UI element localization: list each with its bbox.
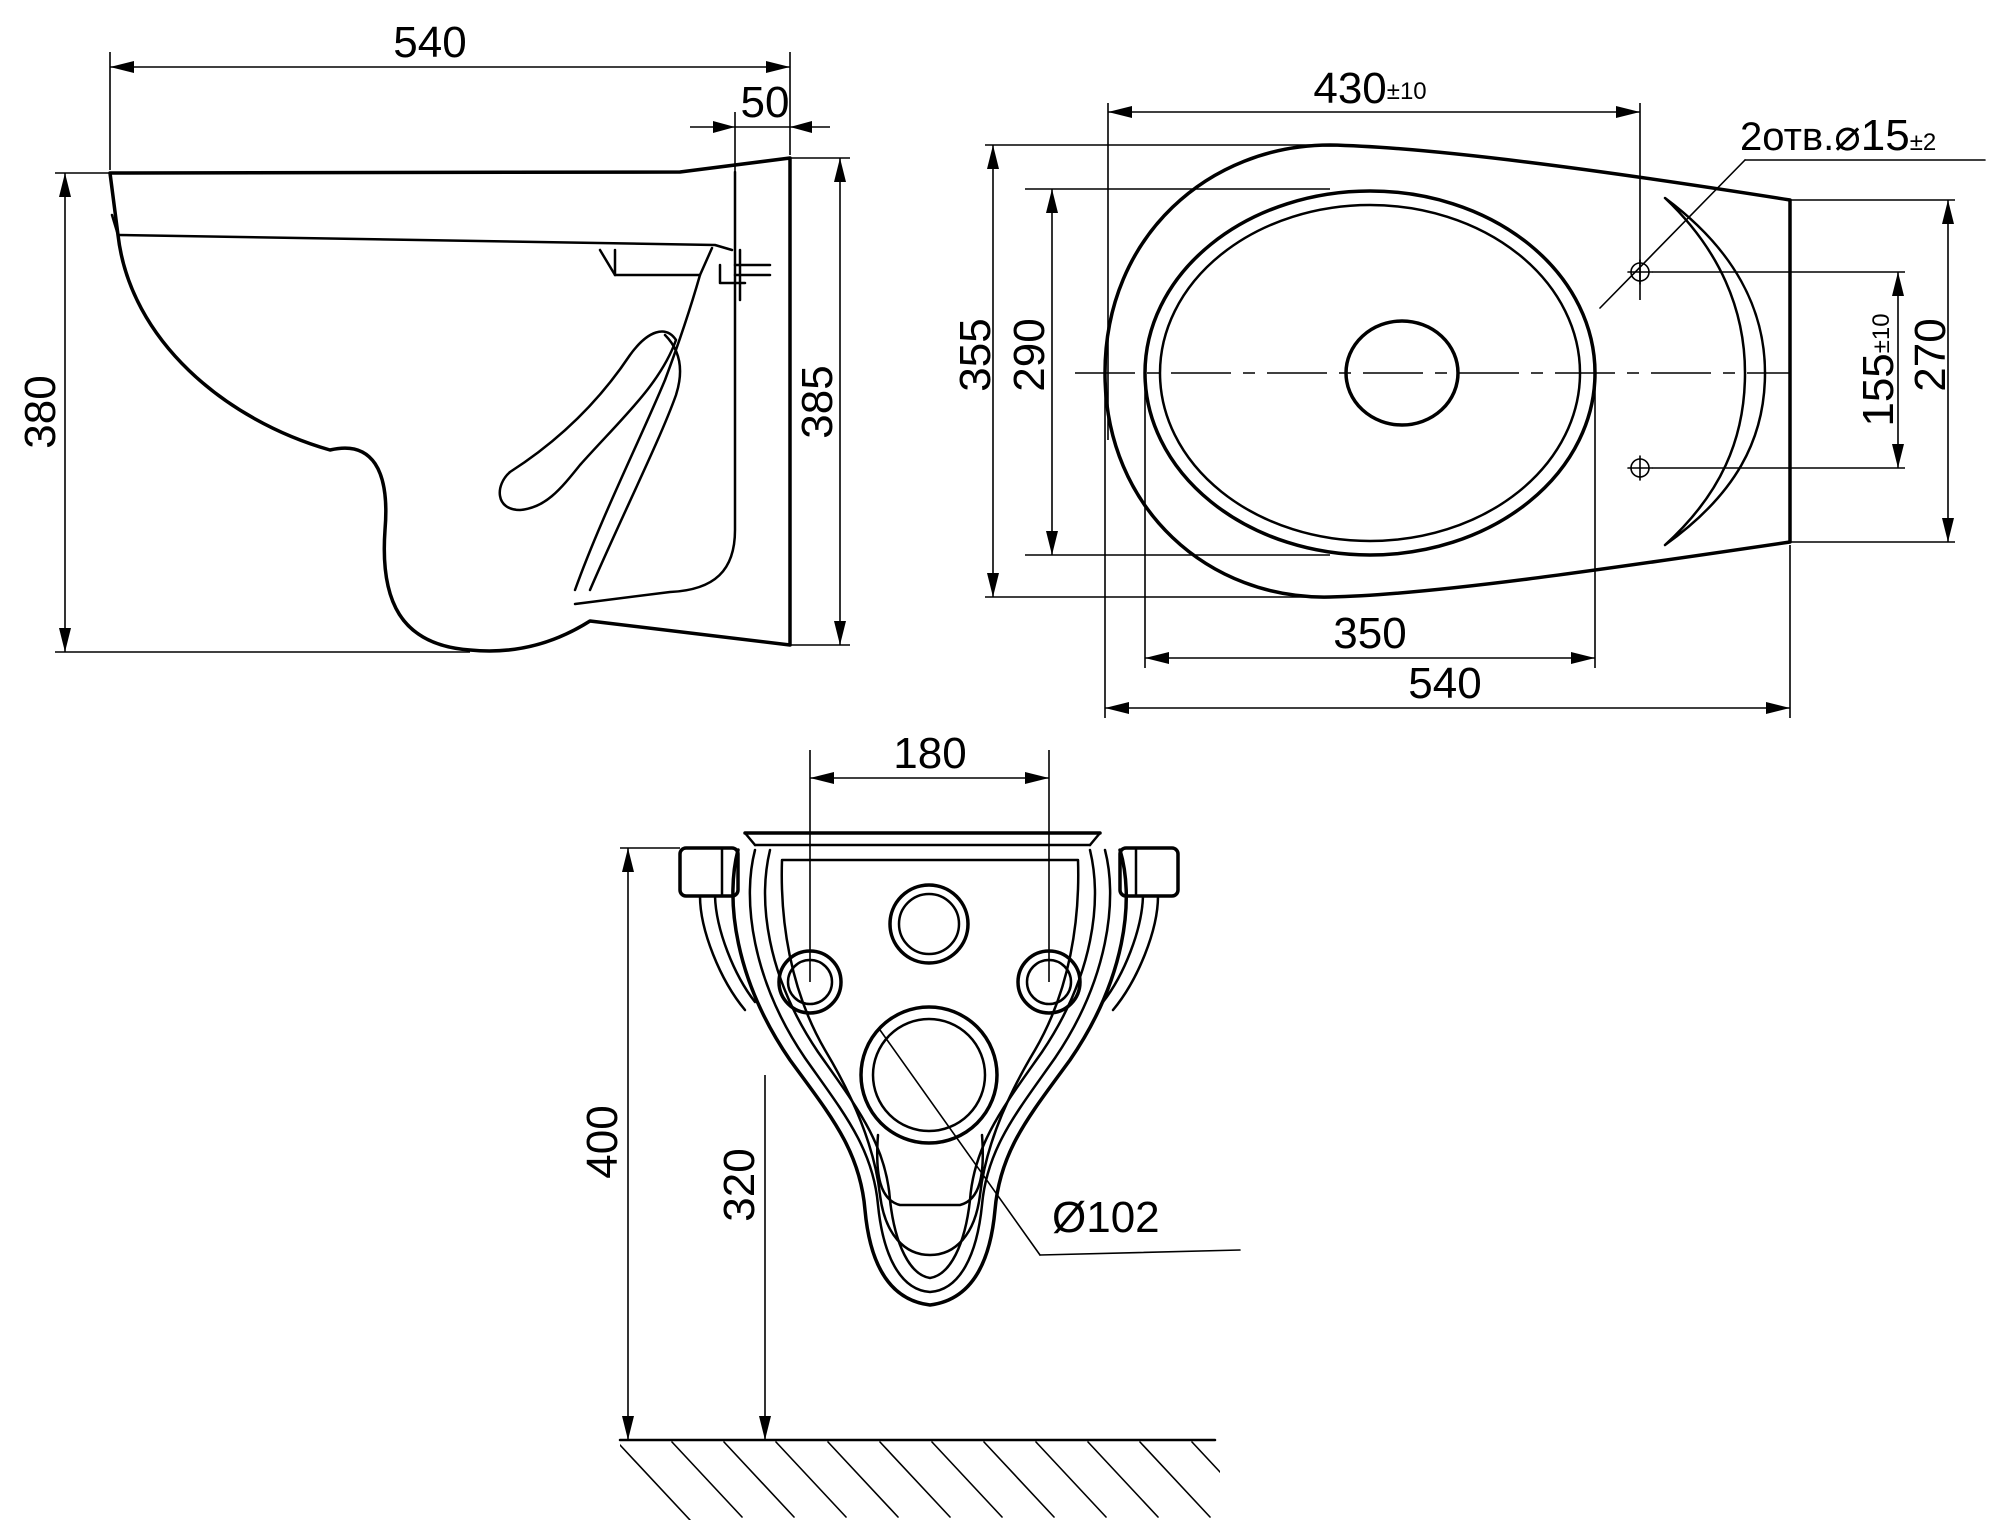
floor-hatch <box>618 1438 1220 1520</box>
side-view-channel <box>588 333 682 592</box>
side-view-bolt <box>718 248 772 302</box>
top-view-rear-crescent <box>1663 196 1767 547</box>
side-view <box>108 156 792 653</box>
side-height-front-label: 380 <box>16 375 65 448</box>
top-view-fixing-hole-2 <box>1627 455 1653 481</box>
top-view-dimensions: 430±10 2отв.⌀15±2 355 290 155±10 270 <box>951 64 1986 718</box>
side-width-label: 540 <box>393 18 466 67</box>
rear-view-outlet <box>859 1005 999 1207</box>
top-total-length-label: 540 <box>1408 659 1481 708</box>
rear-outlet-diameter-label: Ø102 <box>1052 1193 1160 1242</box>
rear-view-inner-face <box>780 858 1080 1257</box>
top-holes-note: 2отв.⌀15±2 <box>1740 111 1936 160</box>
rear-height-label: 400 <box>578 1105 627 1178</box>
side-view-dimensions: 540 50 380 385 <box>16 18 850 653</box>
rear-outlet-height-label: 320 <box>715 1148 764 1221</box>
side-depth-label: 50 <box>741 78 790 127</box>
side-view-rim <box>116 233 734 252</box>
rear-view-dimensions: 180 400 320 Ø102 <box>578 729 1241 1440</box>
top-view <box>1075 143 1792 599</box>
rear-view-bracket-right <box>1118 846 1180 898</box>
top-hole-length-label: 430±10 <box>1313 64 1426 113</box>
side-view-bead <box>498 330 678 512</box>
side-view-body-outline <box>108 156 792 653</box>
rear-bolt-spacing-label: 180 <box>893 729 966 778</box>
top-inner-width-label: 290 <box>1005 318 1054 391</box>
top-outer-width-label: 355 <box>951 318 1000 391</box>
top-rear-width-label: 270 <box>1906 318 1955 391</box>
side-height-back-label: 385 <box>793 365 842 438</box>
top-inner-length-label: 350 <box>1333 609 1406 658</box>
top-view-outline <box>1103 143 1792 599</box>
side-view-wall-plate <box>573 170 737 606</box>
rear-view-water-inlet <box>888 883 970 965</box>
side-view-trap <box>573 248 702 592</box>
top-hole-width-label: 155±10 <box>1854 313 1903 426</box>
rear-view-body-outline <box>731 848 1128 1307</box>
rear-view-bracket-left <box>678 846 740 898</box>
